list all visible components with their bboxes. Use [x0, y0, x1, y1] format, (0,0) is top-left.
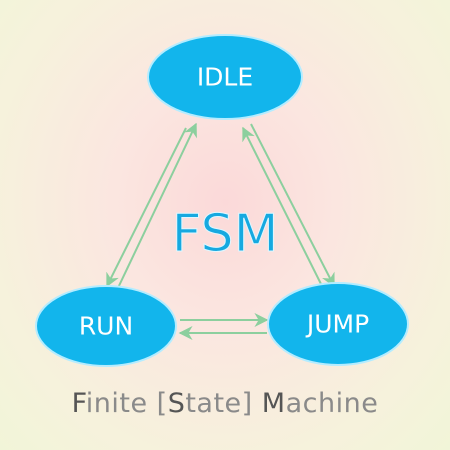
node-idle[interactable]: IDLE	[147, 34, 303, 120]
node-jump[interactable]: JUMP	[267, 282, 409, 366]
caption-initial-s: S	[167, 388, 186, 419]
node-idle-shape	[147, 34, 303, 120]
caption-initial-m: M	[261, 388, 286, 419]
caption-text-2: tate]	[185, 388, 262, 419]
node-jump-shape	[267, 282, 409, 366]
edge-idle-to-jump	[250, 123, 335, 288]
caption: Finite [State] Machine	[0, 388, 450, 419]
node-run-shape	[35, 285, 177, 367]
node-jump-label: JUMP	[305, 310, 369, 339]
caption-initial-f: F	[71, 388, 86, 419]
node-run-label: RUN	[79, 312, 133, 341]
node-idle-label: IDLE	[197, 63, 253, 92]
caption-text-3: achine	[285, 388, 379, 419]
center-title: FSM	[172, 204, 279, 264]
edge-idle-to-run	[106, 127, 187, 288]
edge-jump-to-idle	[242, 126, 325, 291]
node-run[interactable]: RUN	[35, 285, 177, 367]
caption-text-1: inite [	[85, 388, 168, 419]
edge-run-to-idle	[116, 122, 197, 291]
